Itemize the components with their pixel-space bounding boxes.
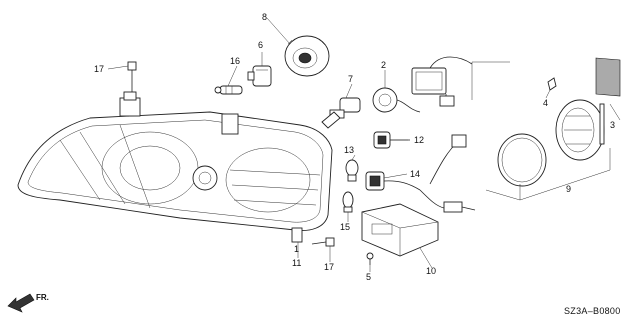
callout-17-upper: 17 [94, 64, 104, 74]
callout-8: 8 [262, 12, 267, 22]
callout-5: 5 [366, 272, 371, 282]
callout-10: 10 [426, 266, 436, 276]
callout-12: 12 [414, 135, 424, 145]
cap-8 [284, 35, 330, 77]
bulb-13 [345, 159, 359, 182]
callout-9: 9 [566, 184, 571, 194]
wire-harness [419, 134, 476, 213]
callout-11: 11 [292, 258, 301, 268]
callout-14: 14 [410, 169, 420, 179]
socket-14 [365, 171, 421, 191]
bolt-5 [366, 252, 374, 265]
screw-17-lower [311, 237, 335, 247]
gasket-ring [497, 133, 547, 187]
control-unit-10 [361, 203, 439, 257]
leader-lines [107, 17, 621, 272]
callout-17-lower: 17 [324, 262, 334, 272]
callout-3: 3 [610, 120, 615, 130]
igniter-2 [372, 87, 421, 113]
callout-6: 6 [258, 40, 263, 50]
callout-7: 7 [348, 74, 353, 84]
callout-13: 13 [344, 145, 354, 155]
socket-6 [247, 65, 272, 87]
callout-4: 4 [543, 98, 548, 108]
diagram-code: SZ3A–B0800 [564, 306, 621, 316]
sheet-3 [595, 57, 621, 97]
clip-4 [547, 77, 557, 91]
bulb-7 [321, 97, 361, 129]
callout-15: 15 [340, 222, 350, 232]
callout-2: 2 [381, 60, 386, 70]
ballast-module [411, 56, 473, 107]
headlight-assembly [17, 61, 333, 243]
bulb-16 [214, 85, 243, 95]
callout-16: 16 [230, 56, 240, 66]
direction-label: FR. [36, 293, 49, 302]
bracket-9 [471, 61, 611, 201]
callouts: 17 16 6 8 7 2 12 13 14 15 1 11 17 5 10 4… [94, 12, 615, 282]
direction-arrow: FR. [7, 293, 49, 313]
callout-1: 1 [294, 244, 299, 254]
bulb-15 [342, 191, 354, 213]
cover [555, 99, 605, 161]
